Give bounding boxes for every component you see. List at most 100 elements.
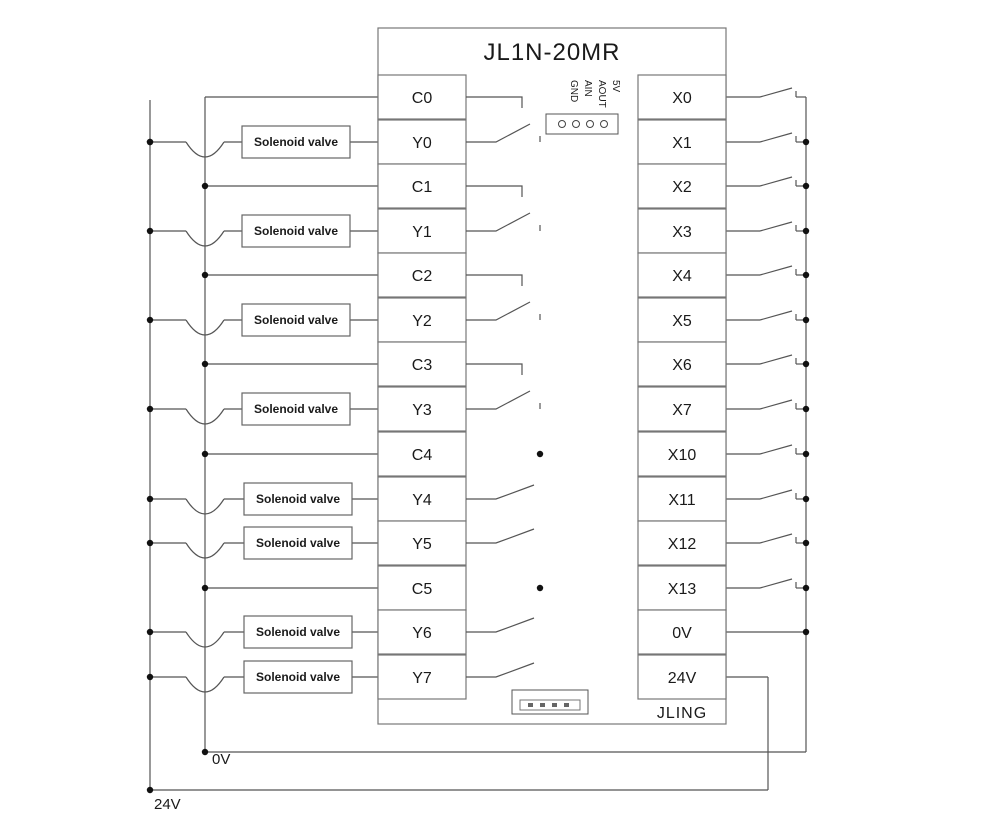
terminal-y0: Y0 [377, 119, 467, 165]
input-switch [759, 354, 793, 365]
analog-pin [600, 120, 608, 128]
relay-contact [466, 212, 531, 232]
terminal-cell [637, 476, 727, 522]
rail-crossover [185, 230, 225, 247]
input-switch [759, 399, 793, 410]
analog-pin [572, 120, 580, 128]
terminal-label: X1 [672, 135, 692, 152]
relay-contact [466, 185, 523, 197]
terminal-x10: X10 [637, 431, 727, 477]
junction-dot [146, 227, 154, 235]
solenoid-valve-box [241, 392, 351, 426]
terminal-c1: C1 [377, 163, 467, 209]
solenoid-valve: Solenoid valve [241, 125, 351, 159]
solenoid-valve-box [243, 660, 353, 694]
relay-contact [466, 528, 535, 544]
terminal-cell [377, 565, 467, 611]
terminal-label: Y2 [412, 313, 432, 330]
solenoid-valve: Solenoid valve [241, 392, 351, 426]
terminal-x2: X2 [637, 163, 727, 209]
solenoid-valve: Solenoid valve [243, 526, 353, 560]
terminal-label: Y7 [412, 670, 432, 687]
junction-dot [146, 495, 154, 503]
terminal-x11: X11 [637, 476, 727, 522]
solenoid-valve-box [243, 526, 353, 560]
terminal-label: X13 [668, 581, 697, 598]
terminal-cell [637, 74, 727, 120]
junction-dot [802, 584, 810, 592]
relay-contact [466, 484, 535, 500]
junction-dot [802, 138, 810, 146]
terminal-c0: C0 [377, 74, 467, 120]
port-pin [564, 703, 569, 707]
terminal-label: C4 [412, 447, 433, 464]
terminal-x3: X3 [637, 208, 727, 254]
terminal-label: X6 [672, 357, 692, 374]
terminal-label: Y3 [412, 402, 432, 419]
input-switch [759, 533, 793, 544]
relay-contact [466, 363, 523, 375]
analog-pin [586, 120, 594, 128]
terminal-label: 24V [668, 670, 697, 687]
terminal-cell [377, 208, 467, 254]
solenoid-valve: Solenoid valve [241, 303, 351, 337]
terminal-cell [637, 609, 727, 655]
junction-dot [536, 584, 544, 592]
pin-label-5v: 5V [610, 80, 621, 93]
terminal-c5: C5 [377, 565, 467, 611]
relay-contact [466, 301, 531, 321]
junction-dot [802, 316, 810, 324]
terminal-label: Y4 [412, 492, 432, 509]
rail-crossover [185, 542, 225, 559]
junction-dot [146, 673, 154, 681]
input-switch [759, 87, 793, 98]
terminal-label: X12 [668, 536, 697, 553]
rail-crossover [185, 319, 225, 336]
terminal-label: C0 [412, 90, 433, 107]
solenoid-valve-label: Solenoid valve [256, 670, 340, 684]
terminal-x6: X6 [637, 341, 727, 387]
brand-label: JLING [657, 705, 707, 722]
junction-dot [802, 405, 810, 413]
junction-dot [146, 405, 154, 413]
terminal-x5: X5 [637, 297, 727, 343]
module-title: JL1N-20MR [483, 39, 620, 66]
terminal-y7: Y7 [377, 654, 467, 700]
junction-dot [201, 271, 209, 279]
solenoid-valve-label: Solenoid valve [256, 492, 340, 506]
terminal-y3: Y3 [377, 386, 467, 432]
solenoid-valve-box [241, 214, 351, 248]
junction-dot [201, 748, 209, 756]
junction-dot [802, 495, 810, 503]
terminal-cell [637, 565, 727, 611]
junction-dot [201, 182, 209, 190]
bottom-port [511, 689, 589, 715]
junction-dot [802, 628, 810, 636]
input-switch [759, 489, 793, 500]
rail-crossover [185, 631, 225, 648]
relay-contact [466, 662, 535, 678]
solenoid-valve-box [241, 125, 351, 159]
input-switch [759, 265, 793, 276]
solenoid-valve-box [243, 482, 353, 516]
solenoid-valve-label: Solenoid valve [254, 135, 338, 149]
terminal-label: X2 [672, 179, 692, 196]
solenoid-valve: Solenoid valve [243, 660, 353, 694]
input-switch [759, 132, 793, 143]
analog-connector-body [545, 113, 619, 135]
junction-dots [146, 138, 810, 794]
terminal-label: Y1 [412, 224, 432, 241]
terminal-label: X0 [672, 90, 692, 107]
solenoid-valve-label: Solenoid valve [254, 313, 338, 327]
relay-contact [466, 390, 531, 410]
terminal-label: X3 [672, 224, 692, 241]
terminal-label: Y0 [412, 135, 432, 152]
terminal-label: Y6 [412, 625, 432, 642]
terminal-cell [377, 609, 467, 655]
junction-dot [146, 138, 154, 146]
rail-crossover [185, 498, 225, 515]
terminal-x4: X4 [637, 252, 727, 298]
